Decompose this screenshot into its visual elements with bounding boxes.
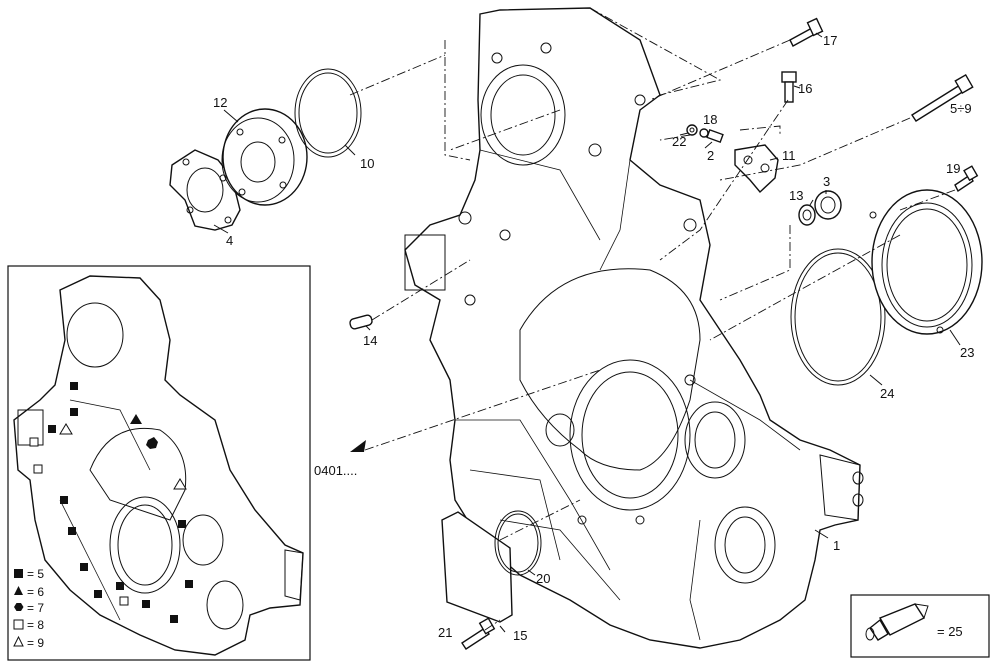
callout-12: 12	[213, 95, 227, 110]
plug-3	[814, 190, 842, 220]
washer-13	[798, 204, 816, 226]
bolt-5-9	[911, 73, 974, 122]
legend-filled-hexagon-icon	[14, 603, 24, 611]
legend-label-8: = 8	[27, 618, 44, 632]
legend-inset: = 5 = 6 = 7 = 8 = 9	[7, 265, 311, 661]
fitting-22	[686, 124, 698, 136]
leader-lines	[213, 32, 961, 633]
fitting-18	[699, 128, 709, 138]
callout-15: 15	[513, 628, 527, 643]
part-11-bracket	[734, 144, 779, 194]
legend-open-triangle-icon	[13, 635, 24, 647]
part-12-cover	[221, 108, 308, 206]
callout-13: 13	[789, 188, 803, 203]
legend-label-9: = 9	[27, 636, 44, 650]
callout-11: 11	[782, 148, 796, 163]
callout-4: 4	[226, 233, 233, 248]
callout-1: 1	[833, 538, 840, 553]
callout-10: 10	[360, 156, 374, 171]
legend-label-6: = 6	[27, 585, 44, 599]
sealant-tube-icon	[865, 603, 929, 641]
bolt-19	[954, 165, 979, 193]
callout-2: 2	[707, 148, 714, 163]
reference-arrow	[350, 440, 366, 452]
callout-19: 19	[946, 161, 960, 176]
callout-5-9: 5÷9	[950, 101, 972, 116]
callout-3: 3	[823, 174, 830, 189]
part-23-seal	[869, 189, 983, 335]
callout-17: 17	[823, 33, 837, 48]
legend-label-7: = 7	[27, 601, 44, 615]
callout-14: 14	[363, 333, 377, 348]
part-24-oring	[790, 248, 886, 386]
sealant-tube-box: = 25	[850, 594, 990, 658]
flywheel-housing	[404, 7, 864, 649]
oring-20	[494, 510, 542, 576]
legend-open-square-icon	[13, 619, 24, 630]
bolt-17	[789, 17, 824, 47]
assembly-lines	[349, 7, 956, 631]
callout-23: 23	[960, 345, 974, 360]
pin-14	[349, 314, 373, 330]
legend-filled-square-icon	[14, 569, 23, 578]
tube-label-25: = 25	[937, 624, 963, 639]
callout-ref: 0401....	[314, 463, 357, 478]
callout-24: 24	[880, 386, 894, 401]
callout-16: 16	[798, 81, 812, 96]
bolt-16	[781, 71, 797, 103]
callout-20: 20	[536, 571, 550, 586]
callout-22: 22	[672, 134, 686, 149]
part-10-oring	[294, 68, 362, 158]
callout-18: 18	[703, 112, 717, 127]
legend-label-5: = 5	[27, 567, 44, 581]
callout-21: 21	[438, 625, 452, 640]
legend-filled-triangle-icon	[14, 586, 23, 595]
fitting-2	[706, 128, 724, 144]
bolt-21	[461, 617, 496, 650]
callout-numbers: 1 2 3 4 5÷9 10 11 12 13 14 15 16 17 18 1…	[213, 33, 974, 643]
plate-15	[441, 511, 513, 623]
